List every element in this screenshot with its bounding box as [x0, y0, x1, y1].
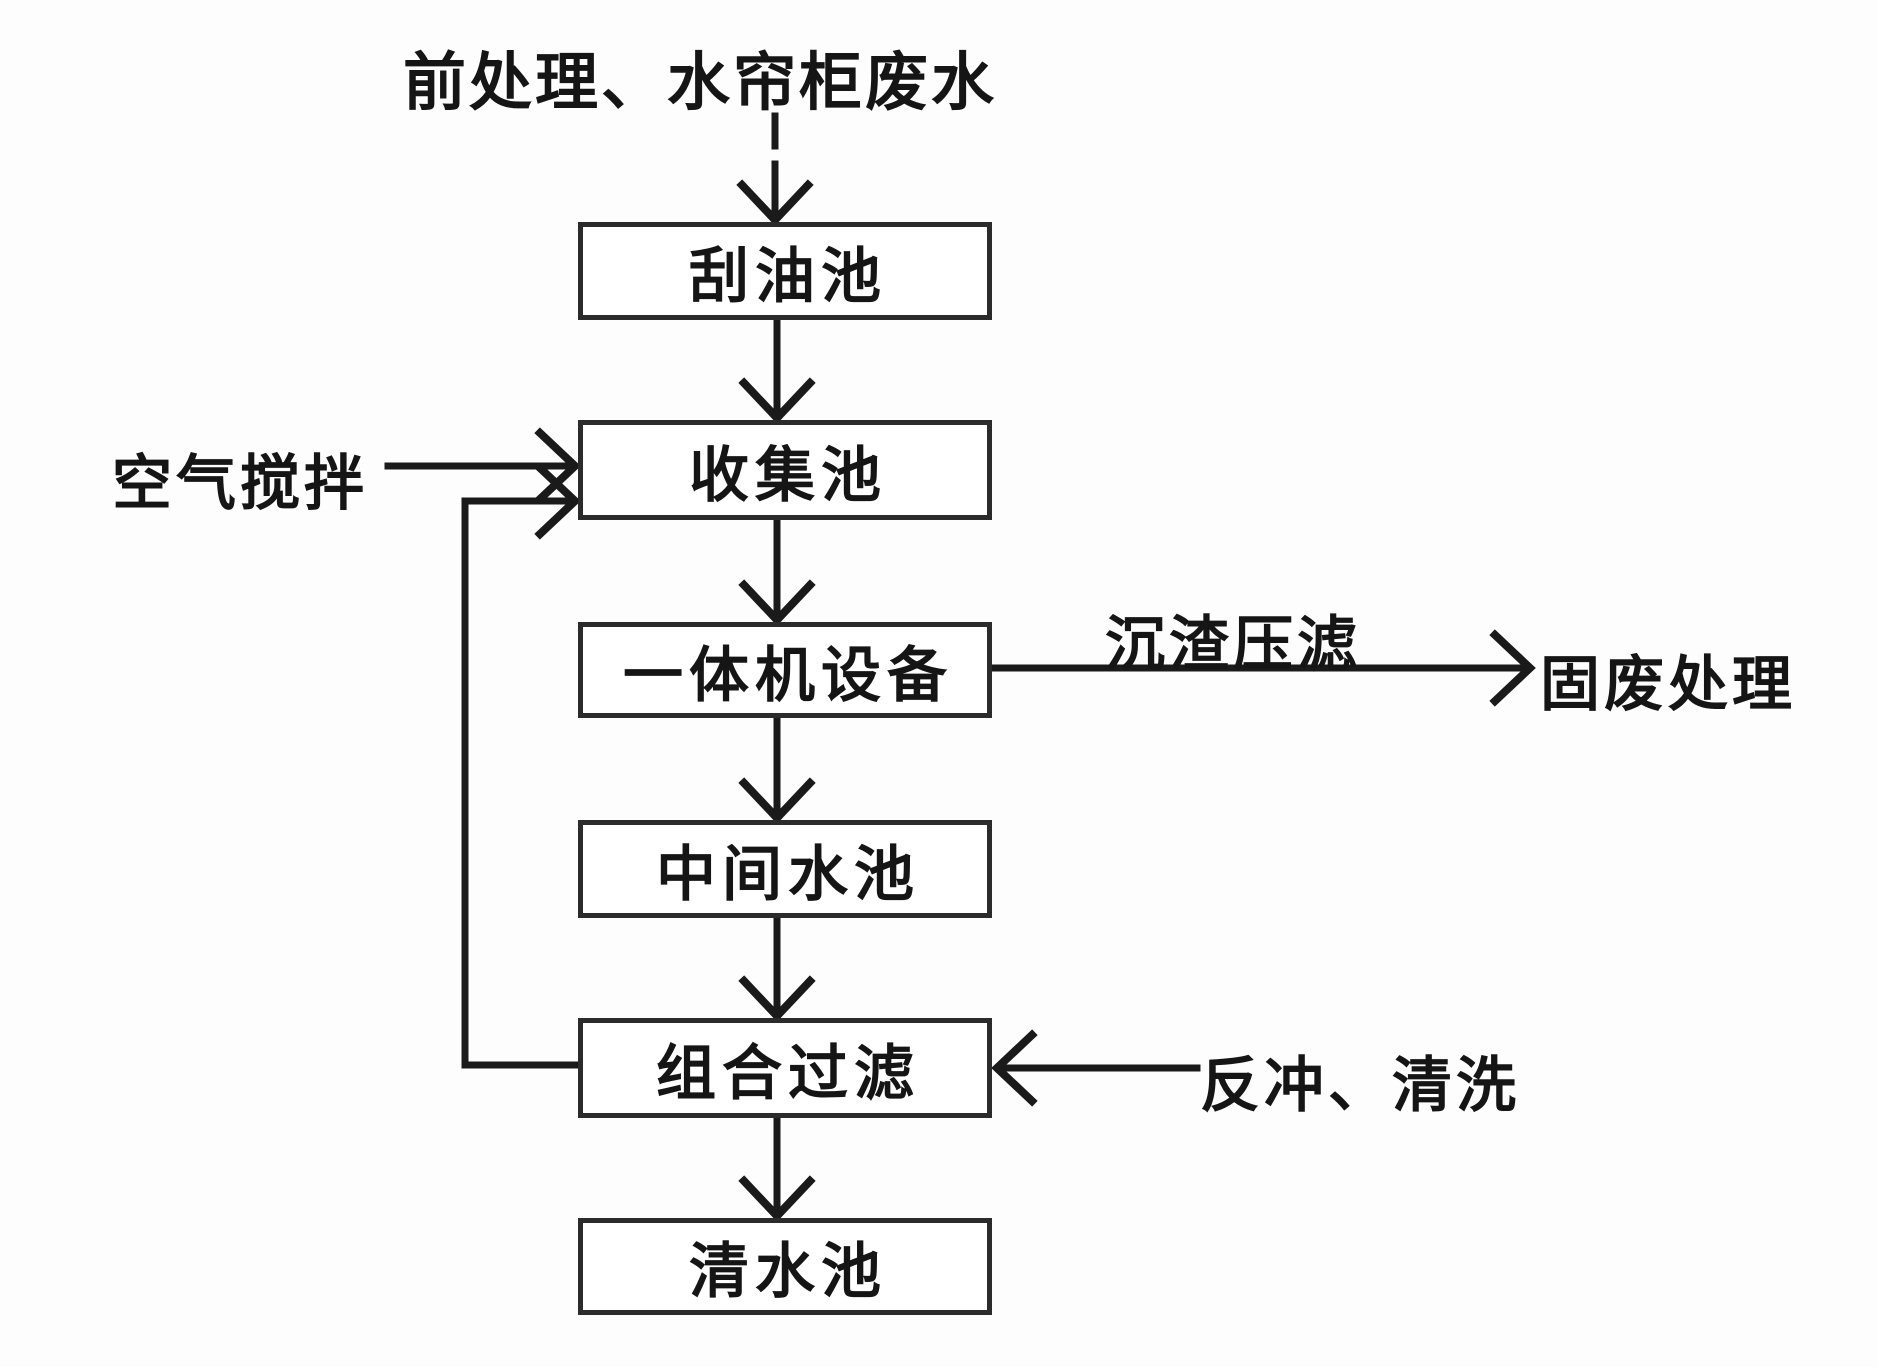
- node-clean-water-tank-label: 清水池: [689, 1237, 887, 1307]
- edge-all-in-one-to-intermediate: [738, 712, 816, 824]
- node-combined-filter: 组合过滤: [578, 1018, 992, 1118]
- node-clean-water-tank: 清水池: [578, 1218, 992, 1315]
- air-agitation-label: 空气搅拌: [112, 449, 368, 519]
- solid-waste-treatment-label: 固废处理: [1540, 650, 1796, 720]
- node-collection-tank: 收集池: [578, 420, 992, 520]
- edge-combined-filter-to-clean-water: [738, 1112, 816, 1222]
- backwash-clean-label: 反冲、清洗: [1200, 1051, 1520, 1121]
- edge-oil-scraping-to-collection: [738, 314, 816, 424]
- edge-all-in-one-to-solid-waste: [991, 629, 1536, 707]
- edge-backwash-to-combined-filter: [991, 1029, 1201, 1107]
- node-intermediate-tank: 中间水池: [578, 820, 992, 918]
- edge-recirculation-combined-filter-to-collection: [461, 462, 582, 1069]
- influent-title: 前处理、水帘柜废水: [403, 46, 997, 119]
- node-intermediate-tank-label: 中间水池: [656, 839, 920, 910]
- edge-influent-to-oil-scraping-tank: [736, 112, 814, 226]
- edge-collection-to-all-in-one: [738, 514, 816, 626]
- node-oil-scraping-tank: 刮油池: [578, 222, 992, 320]
- node-oil-scraping-tank-label: 刮油池: [689, 241, 887, 312]
- node-all-in-one-machine-label: 一体机设备: [623, 640, 953, 711]
- node-all-in-one-machine: 一体机设备: [578, 622, 992, 718]
- sludge-press-filter-label: 沉渣压滤: [1105, 610, 1361, 680]
- node-combined-filter-label: 组合过滤: [656, 1038, 920, 1109]
- node-collection-tank-label: 收集池: [689, 440, 887, 511]
- edge-intermediate-to-combined-filter: [738, 912, 816, 1022]
- edge-air-agitation-to-collection: [384, 427, 581, 505]
